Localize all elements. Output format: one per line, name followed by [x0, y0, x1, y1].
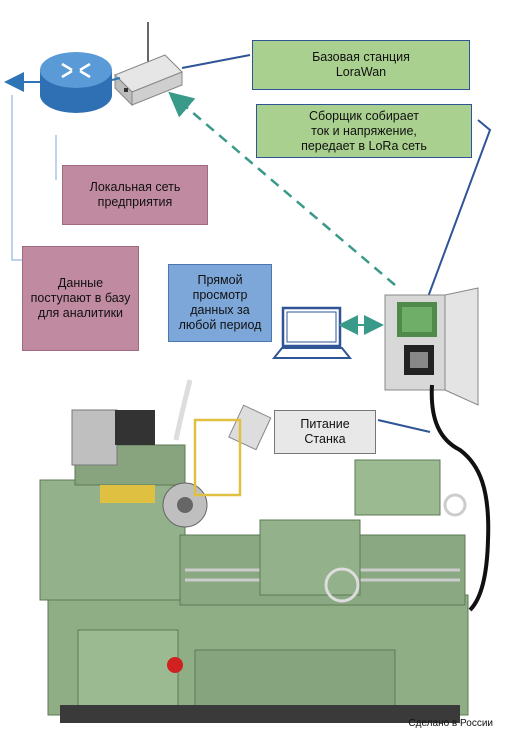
laptop-icon: [271, 306, 353, 359]
lathe-machine-illustration: [39, 379, 469, 723]
made-in-russia-caption: Сделано в России: [408, 718, 493, 729]
base-station-label: Базовая станция LoraWan: [252, 40, 470, 90]
base-station-icon: [114, 22, 183, 107]
data-to-database-label: Данные поступают в базу для аналитики: [22, 246, 139, 351]
collector-cabinet-icon: [384, 287, 479, 406]
direct-view-label: Прямой просмотр данных за любой период: [168, 264, 272, 342]
collector-label: Сборщик собирает ток и напряжение, перед…: [256, 104, 472, 158]
router-icon: [40, 52, 112, 113]
machine-power-label: Питание Станка: [274, 410, 376, 454]
local-network-label: Локальная сеть предприятия: [62, 165, 208, 225]
